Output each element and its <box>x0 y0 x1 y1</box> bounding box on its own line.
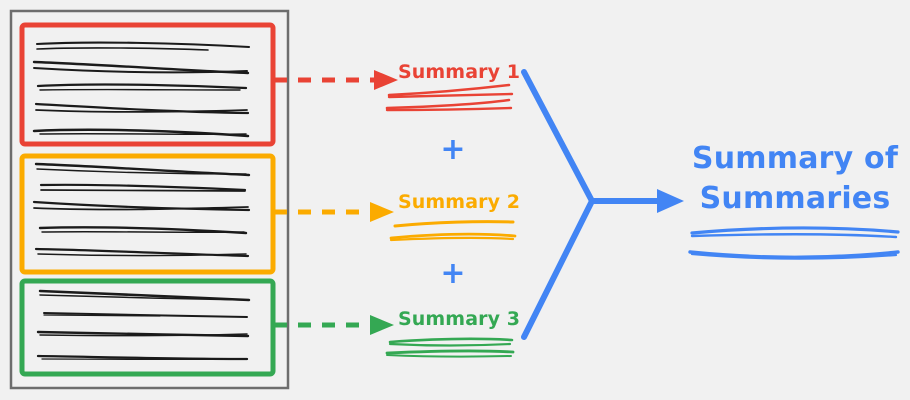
result-label-line-2: Summaries <box>700 181 891 216</box>
plus-operator-1: + <box>440 132 465 167</box>
summary-2[interactable]: Summary 2 <box>389 191 520 242</box>
connector-arrow-3-head <box>370 315 394 335</box>
document-card-3-border <box>19 278 276 377</box>
merge-arrow-head <box>657 189 684 213</box>
result-label-line-1: Summary of <box>692 141 899 176</box>
summary-1-underline-strokes <box>385 83 514 112</box>
merge-arrow <box>521 69 684 340</box>
merge-branch-top <box>521 69 595 204</box>
summary-1[interactable]: Summary 1 <box>385 61 520 112</box>
connector-arrow-2-head <box>370 202 394 222</box>
summary-2-underline-strokes <box>389 220 517 242</box>
summary-3[interactable]: Summary 3 <box>385 308 520 358</box>
summary-3-underline-strokes <box>385 337 515 358</box>
connector-arrow-1 <box>274 70 398 90</box>
documents-frame <box>9 9 290 390</box>
summary-3-label: Summary 3 <box>398 308 520 330</box>
connector-arrow-1-head <box>374 70 398 90</box>
document-card-2-text-lines <box>32 162 251 258</box>
summary-of-summaries[interactable]: Summary of Summaries <box>688 141 900 260</box>
document-card-2[interactable] <box>19 153 276 275</box>
document-card-1-text-lines <box>32 41 251 138</box>
connector-arrow-3 <box>274 315 394 335</box>
merge-branch-bottom <box>521 198 595 340</box>
plus-operator-2: + <box>440 256 465 291</box>
document-card-1[interactable] <box>19 22 276 147</box>
result-underline-strokes <box>688 226 900 260</box>
document-card-3[interactable] <box>19 278 276 377</box>
summary-2-label: Summary 2 <box>398 191 520 213</box>
document-card-3-text-lines <box>36 289 251 361</box>
connector-arrow-2 <box>274 202 394 222</box>
summary-1-label: Summary 1 <box>398 61 520 83</box>
